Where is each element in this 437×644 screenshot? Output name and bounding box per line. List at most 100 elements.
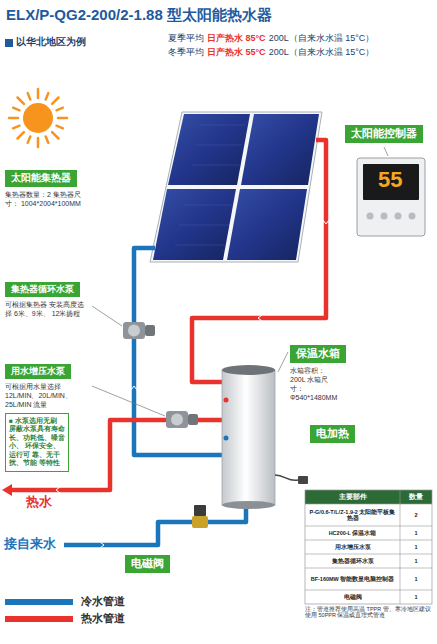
summary-highlight: 日产热水 85°C (207, 33, 266, 43)
pipe-label: 接自来水 (4, 537, 56, 552)
pump-tag: 用水增压水泵可根据用水量选择 12L/MIN、20L/MIN、 25L/MIN … (5, 360, 89, 410)
electric-heater (275, 475, 308, 484)
sun (9, 89, 67, 147)
display-reading: 55 (378, 167, 402, 192)
summary-text: 200L（自来水水温 15°C） (269, 47, 375, 57)
pump-motor (188, 414, 198, 425)
sun-rays (9, 89, 67, 147)
legend-item: 热水管道 (5, 611, 125, 626)
legend-item: 冷水管道 (5, 594, 125, 609)
circulation-pump (123, 322, 155, 339)
bullet-square (5, 39, 13, 47)
leader-line (92, 306, 122, 326)
summary-text: 夏季平均 (168, 33, 204, 43)
flow-chevrons (56, 220, 329, 548)
table-cell: 集热器循环水泵 (305, 554, 400, 568)
table-cell: 1 (400, 568, 432, 590)
summary-row: 冬季平均日产热水 55°C200L（自来水水温 15°C） (168, 47, 377, 57)
title: ELX/P-QG2-200/2-1.88 型太阳能热水器 (6, 6, 272, 25)
table-header-cell: 数量 (400, 490, 432, 504)
tag-heading: 电磁阀 (125, 555, 170, 573)
note-text: ■ 水泵选用无刷 屏蔽水泵具有寿命 长、功耗低、噪音小、 环保安全、运行可 靠、… (9, 417, 65, 468)
collector-tag: 太阳能集热器集热器数量：2 集热器尺寸： 1004*2004*100MM (5, 167, 85, 208)
table-cell: 电磁阀 (305, 590, 400, 604)
region-note: 以华北地区为例 (16, 37, 86, 48)
controller (357, 158, 425, 236)
table-header-cell: 主要部件 (305, 490, 400, 504)
summary-text: 冬季平均 (168, 47, 204, 57)
table-note: 注：管道推荐使用高温 TPPR 管、寒冷地区建议使用 50PPR 保温或直埋式管… (305, 606, 432, 619)
legend-text: 冷水管道 (81, 594, 125, 609)
tag-body: 可根据用水量选择 12L/MIN、20L/MIN、 25L/MIN 流量 (5, 382, 89, 409)
tank-port (224, 398, 229, 403)
pump-motor (145, 325, 155, 336)
tag-heading: 集热器循环水泵 (5, 282, 80, 297)
leader-line (92, 386, 165, 416)
collector (150, 112, 322, 262)
tank-base (222, 501, 275, 509)
table-cell: 1 (400, 540, 432, 554)
chevron (258, 315, 262, 321)
table-header (305, 490, 432, 504)
chevron (323, 220, 329, 224)
collector-panel (153, 189, 236, 260)
tag-body: 集热器数量：2 集热器尺寸： 1004*2004*100MM (5, 190, 85, 208)
table-cell: HC200-L 保温水箱 (305, 526, 400, 540)
table-border (305, 490, 432, 604)
chevron (100, 542, 104, 548)
table-cell: 1 (400, 554, 432, 568)
controller-button (395, 213, 402, 220)
tank (222, 365, 275, 509)
collector-panel (241, 114, 319, 185)
pump-head (128, 325, 140, 337)
boost-pump (166, 411, 198, 428)
valve-body (192, 516, 208, 528)
tag-heading: 用水增压水泵 (5, 364, 71, 379)
tag-heading: 太阳能控制器 (345, 125, 423, 143)
cold-pipe (64, 505, 246, 545)
leader-line (278, 352, 288, 372)
table-cell: 1 (400, 590, 432, 604)
legend-text: 热水管道 (81, 611, 125, 626)
heater-cable (275, 475, 298, 480)
tag-body: 可根据集热器 安装高度选择 6米、9米、 12米扬程 (5, 300, 89, 318)
tank-body (222, 370, 275, 505)
summary-highlight: 日产热水 55°C (207, 47, 266, 57)
leader-lines (92, 147, 388, 416)
tank-tag: 保温水箱水箱容积： 200L 水箱尺寸： Φ540*1480MM (290, 343, 346, 402)
controller-button (367, 213, 374, 220)
heater-tag: 电加热 (310, 423, 355, 443)
pipe-label: 热水 (26, 495, 52, 510)
controller-button (381, 213, 388, 220)
table-cell: BF-160MW 智能数显电脑控制器 (305, 568, 400, 590)
table-cell: 用水增压水泵 (305, 540, 400, 554)
tag-body: 水箱容积： 200L 水箱尺寸： Φ540*1480MM (290, 366, 338, 402)
tag-heading: 电加热 (310, 425, 355, 443)
valve-coil (194, 505, 206, 516)
tank-port (224, 436, 229, 441)
cold-pipe (134, 248, 222, 455)
heater-plug (298, 476, 308, 484)
pump-body (123, 322, 145, 339)
legend-swatch (5, 599, 73, 605)
collector-panel (168, 114, 250, 185)
parts-table (305, 490, 432, 604)
pump-body (166, 411, 188, 428)
tag-heading: 太阳能集热器 (5, 170, 77, 187)
controller-button (409, 213, 416, 220)
pump-tag: 集热器循环水泵可根据集热器 安装高度选择 6米、9米、 12米扬程 (5, 278, 89, 318)
legend-swatch (5, 616, 73, 622)
chevron (131, 386, 137, 390)
table-grid (305, 490, 432, 604)
controller-screen (363, 164, 419, 200)
table-cell: P-G/0.6-T/L/Z-1.9-2 太阳能平板集热器 (305, 504, 400, 526)
controller-tag: 太阳能控制器 (345, 123, 423, 143)
sun-disc (23, 103, 53, 133)
collector-fins (175, 125, 245, 245)
table-cell: 2 (400, 504, 432, 526)
chevron (56, 487, 60, 493)
summary-row: 夏季平均日产热水 85°C200L（自来水水温 15°C） (168, 33, 377, 43)
